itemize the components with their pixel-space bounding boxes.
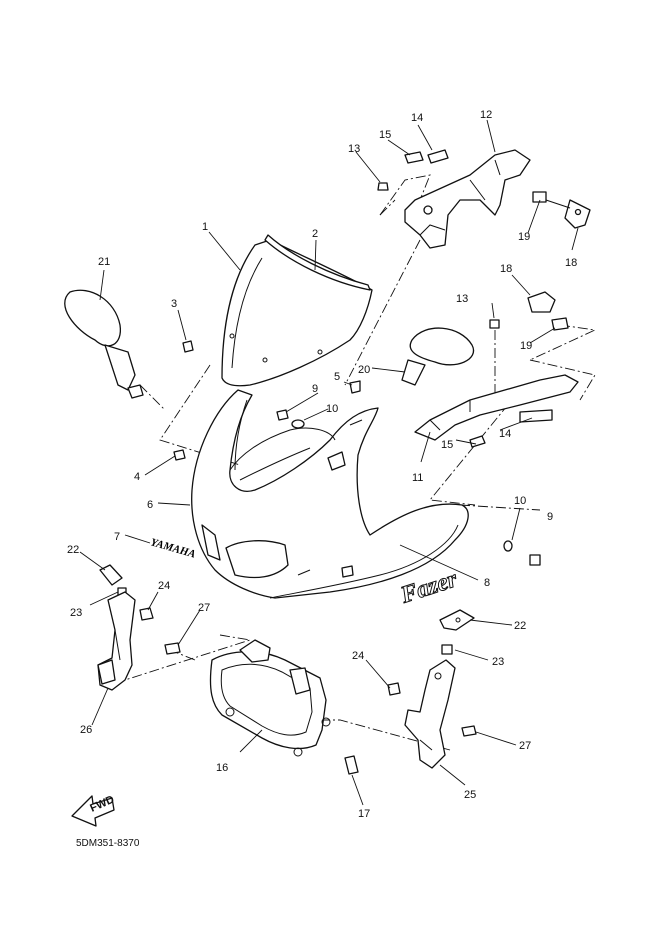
headlight-frame-16 [209, 639, 331, 757]
callout-12: 12 [480, 109, 492, 121]
bracket-26 [97, 591, 136, 691]
upper-stay-bracket [404, 149, 591, 249]
callout-22a: 22 [67, 544, 79, 556]
cushion-pads-upper [404, 149, 449, 164]
callout-1: 1 [202, 221, 208, 233]
fasteners-lower [117, 587, 477, 775]
callout-17: 17 [358, 808, 370, 820]
callout-18b: 18 [500, 263, 512, 275]
callout-27b: 27 [519, 740, 531, 752]
callout-15b: 15 [441, 439, 453, 451]
callout-10a: 10 [326, 403, 338, 415]
callout-7: 7 [114, 531, 120, 543]
windscreen-trim [264, 234, 371, 291]
callout-23a: 23 [70, 607, 82, 619]
callout-5: 5 [334, 371, 340, 383]
callout-9a: 9 [312, 383, 318, 395]
callout-4: 4 [134, 471, 140, 483]
callout-8: 8 [484, 577, 490, 589]
callout-14b: 14 [499, 428, 511, 440]
callout-15a: 15 [379, 129, 391, 141]
callout-2: 2 [312, 228, 318, 240]
mirror-right [401, 327, 475, 386]
callout-19b: 19 [520, 340, 532, 352]
callout-9b: 9 [547, 511, 553, 523]
upper-cowling [191, 389, 469, 599]
callout-26: 26 [80, 724, 92, 736]
callout-14a: 14 [411, 112, 423, 124]
callout-13a: 13 [348, 143, 360, 155]
callout-13b: 13 [456, 293, 468, 305]
callout-10b: 10 [514, 495, 526, 507]
callout-6: 6 [147, 499, 153, 511]
diagram-code: 5DM351-8370 [76, 838, 140, 849]
callout-22b: 22 [514, 620, 526, 632]
callout-labels: 1 2 3 4 5 6 7 8 9 9 10 10 11 12 13 13 14… [67, 109, 577, 820]
callout-23b: 23 [492, 656, 504, 668]
callout-27a: 27 [198, 602, 210, 614]
callout-20: 20 [358, 364, 370, 376]
fasteners-cowl [173, 340, 541, 566]
yamaha-emblem: YAMAHA [149, 536, 197, 560]
callout-25: 25 [464, 789, 476, 801]
dampers-22 [99, 564, 475, 631]
fwd-arrow-icon: FWD [71, 794, 116, 827]
callout-19a: 19 [518, 231, 530, 243]
callout-11: 11 [412, 472, 423, 484]
leader-lines [79, 119, 579, 806]
callout-3: 3 [171, 298, 177, 310]
mirror-left [64, 289, 144, 399]
callout-16: 16 [216, 762, 228, 774]
fasteners-upper [377, 182, 569, 331]
inner-stay-11 [414, 374, 579, 448]
bracket-25 [404, 659, 456, 769]
callout-24a: 24 [158, 580, 170, 592]
assembly-lines [124, 174, 597, 751]
callout-21: 21 [98, 256, 110, 268]
clamp-middle [527, 291, 556, 313]
callout-24b: 24 [352, 650, 364, 662]
callout-18a: 18 [565, 257, 577, 269]
